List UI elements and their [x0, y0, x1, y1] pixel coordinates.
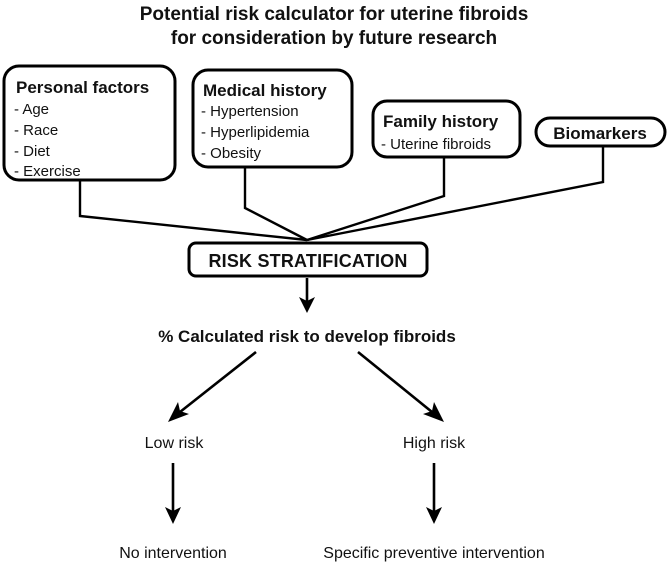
arrow-down-icon-to-no-intervention [165, 463, 181, 524]
node-medical-history: Medical history - Hypertension - Hyperli… [191, 68, 354, 169]
input-connectors [78, 146, 605, 242]
personal-factors-heading: Personal factors [16, 78, 149, 97]
title-line-2: for consideration by future research [171, 28, 497, 49]
medical-history-item-0: - Hypertension [201, 103, 299, 120]
node-family-history: Family history - Uterine fibroids [371, 99, 522, 159]
arrow-diagonal-down-left-icon-to-low-risk [168, 350, 257, 422]
calculated-risk-label: % Calculated risk to develop fibroids [158, 327, 456, 346]
arrow-shaft-high [357, 350, 433, 414]
personal-factors-item-3: - Exercise [14, 163, 81, 180]
connector-personal-factors [78, 180, 308, 242]
diagram-title: Potential risk calculator for uterine fi… [140, 4, 529, 49]
personal-factors-item-0: - Age [14, 101, 49, 118]
title-line-1: Potential risk calculator for uterine fi… [140, 4, 529, 25]
personal-factors-item-2: - Diet [14, 143, 51, 160]
medical-history-item-1: - Hyperlipidemia [201, 124, 310, 141]
family-history-box [371, 99, 522, 159]
risk-stratification-box [187, 241, 429, 278]
arrow-head-low [168, 402, 189, 422]
connector-medical-history [243, 167, 308, 242]
medical-history-heading: Medical history [203, 81, 327, 100]
arrow-diagonal-down-right-icon-to-high-risk [357, 350, 444, 422]
connector-biomarkers [306, 146, 605, 242]
arrow-head-no-intervention [165, 507, 181, 524]
high-risk-label: High risk [403, 435, 466, 452]
specific-intervention-label: Specific preventive intervention [323, 545, 544, 562]
arrow-head [299, 297, 315, 313]
family-history-item-0: - Uterine fibroids [381, 136, 491, 153]
connector-family-history [306, 157, 446, 242]
medical-history-box [191, 68, 354, 169]
low-risk-label: Low risk [145, 435, 205, 452]
personal-factors-item-1: - Race [14, 122, 58, 139]
arrow-shaft-low [179, 350, 257, 414]
risk-stratification-label: RISK STRATIFICATION [208, 251, 407, 271]
arrow-head-specific-intervention [426, 507, 442, 524]
arrow-head-high [423, 402, 444, 422]
node-personal-factors: Personal factors - Age - Race - Diet - E… [2, 64, 177, 182]
arrow-down-icon-to-calculated-risk [299, 278, 315, 313]
biomarkers-pill [534, 116, 667, 148]
personal-factors-box [2, 64, 177, 182]
family-history-heading: Family history [383, 112, 499, 131]
node-biomarkers: Biomarkers [534, 116, 667, 148]
arrow-down-icon-to-specific-intervention [426, 463, 442, 524]
medical-history-item-2: - Obesity [201, 145, 262, 162]
node-risk-stratification: RISK STRATIFICATION [187, 241, 429, 278]
biomarkers-heading: Biomarkers [553, 124, 647, 143]
no-intervention-label: No intervention [119, 545, 227, 562]
